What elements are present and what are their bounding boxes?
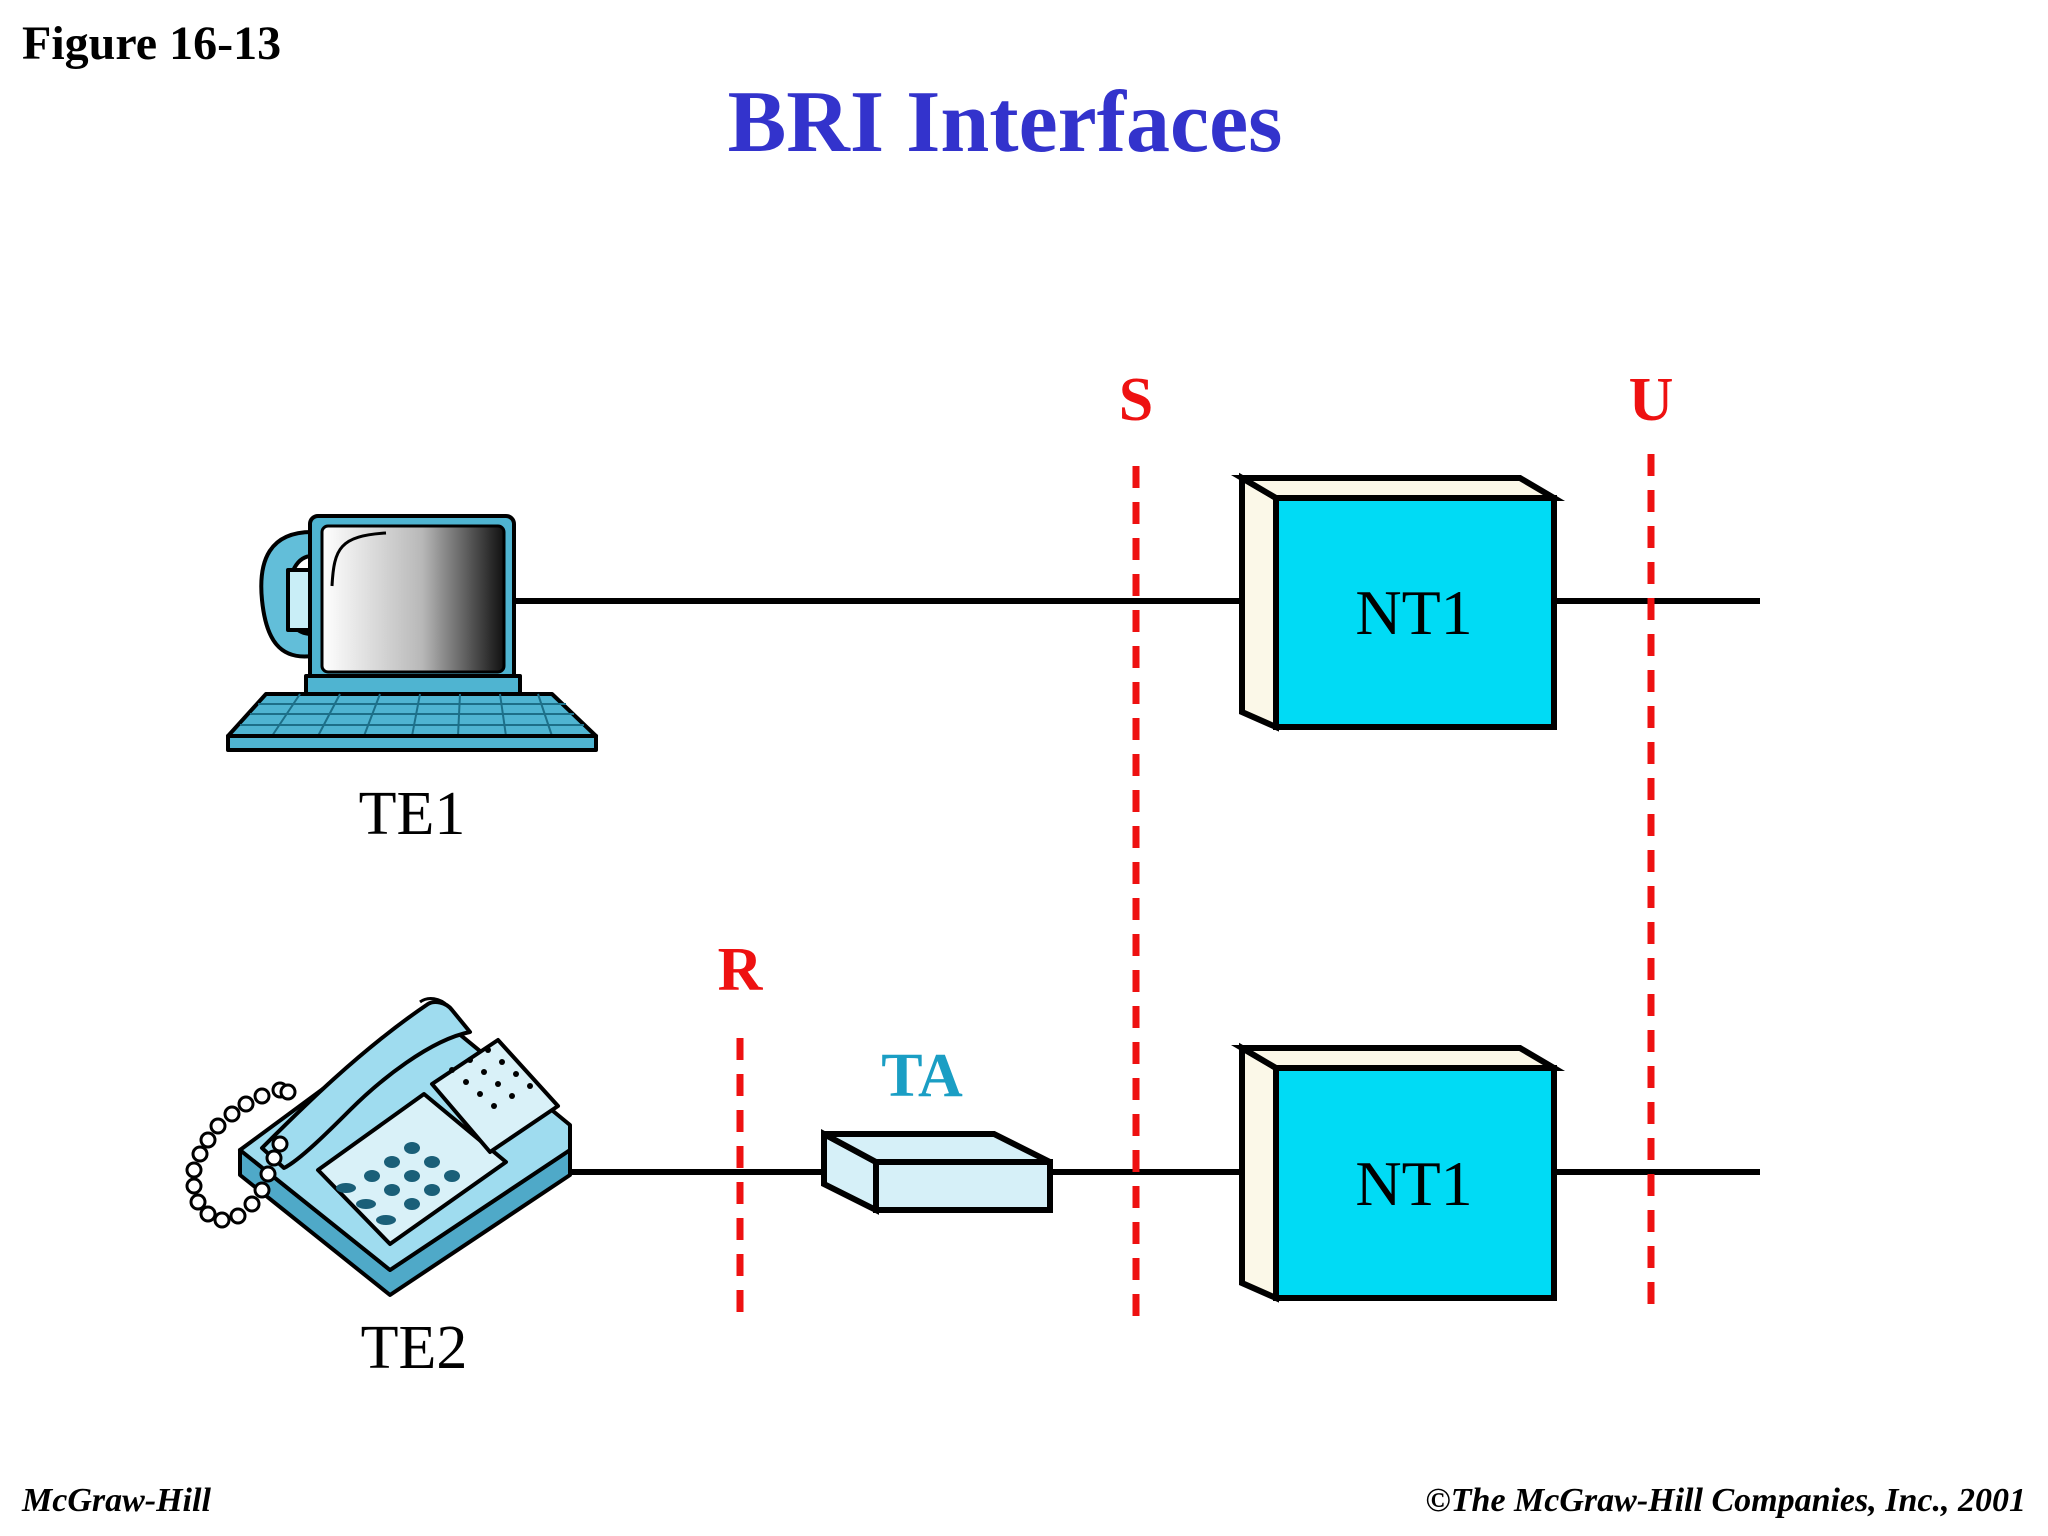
te2-label: TE2: [361, 1314, 468, 1382]
te1-label: TE1: [359, 780, 466, 848]
nt1-top-box: [1230, 472, 1566, 732]
computer-icon: [226, 514, 598, 752]
interface-lines: [736, 454, 1655, 1322]
ta-label: TA: [881, 1042, 963, 1110]
figure-label: Figure 16-13: [22, 17, 282, 70]
ta-box: [821, 1128, 1053, 1215]
nt1-top-label: NT1: [1355, 577, 1472, 648]
r-interface-label: R: [718, 936, 764, 1004]
publisher-footer: McGraw-Hill: [22, 1482, 211, 1519]
copyright-footer: ©The McGraw-Hill Companies, Inc., 2001: [1425, 1482, 2026, 1519]
nt1-bottom-box: [1230, 1042, 1566, 1303]
telephone-icon: [185, 997, 572, 1297]
connection-lines: [512, 598, 1760, 1175]
nt1-bottom-label: NT1: [1355, 1148, 1472, 1219]
u-interface-label: U: [1629, 366, 1674, 434]
s-interface-label: S: [1119, 366, 1153, 434]
page-title: BRI Interfaces: [727, 74, 1283, 171]
